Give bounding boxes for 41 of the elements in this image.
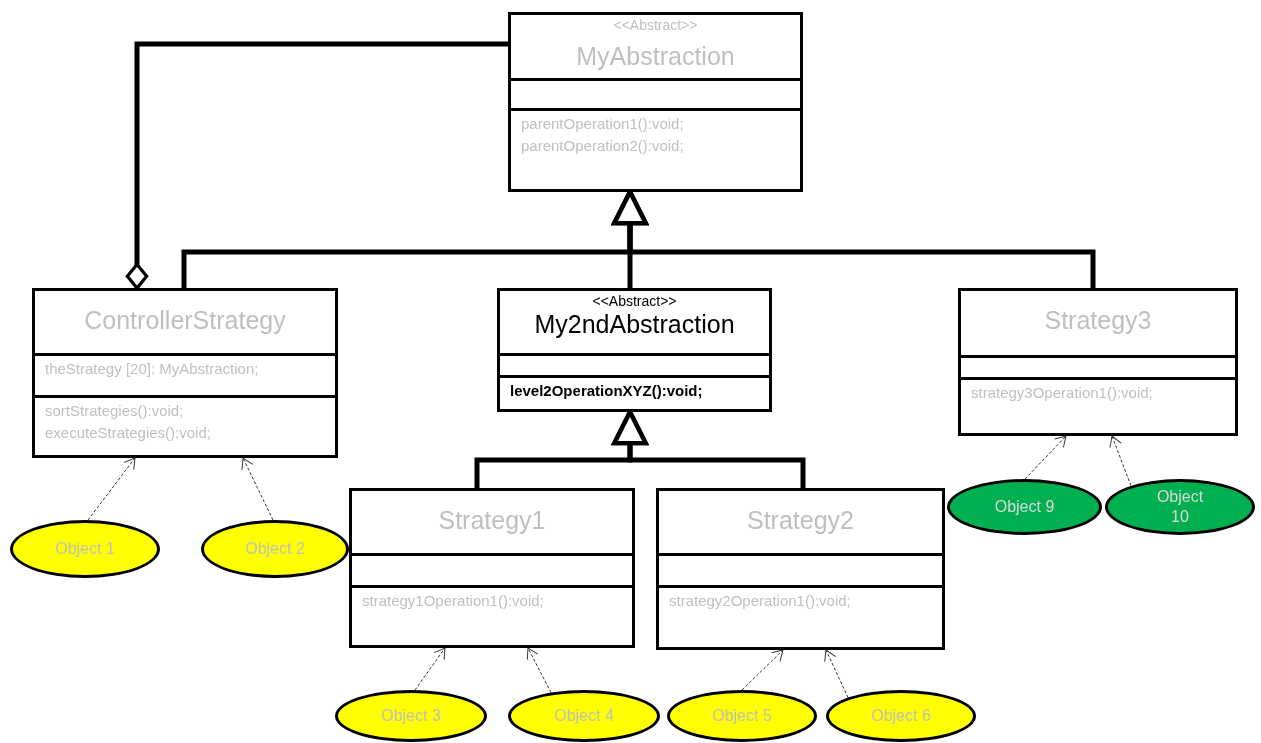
attribute-text: theStrategy [20]: MyAbstraction; xyxy=(45,359,260,379)
object-label: Object 6 xyxy=(871,706,931,726)
method-text: strategy3Operation1():void; xyxy=(971,383,1154,403)
class-box xyxy=(349,488,635,648)
dependency-arrow xyxy=(1024,435,1067,480)
object-label: Object 3 xyxy=(381,706,441,726)
object-label: Object 1 xyxy=(55,539,115,559)
object-label: Object 10 xyxy=(1155,487,1205,527)
method-text: executeStrategies():void; xyxy=(45,423,212,443)
dependency-arrow xyxy=(241,457,274,521)
object-ellipse xyxy=(201,520,349,578)
class-name: My2ndAbstraction xyxy=(533,309,736,339)
object-label: Object 9 xyxy=(994,497,1055,517)
stereotype-label: <<Abstract>> xyxy=(612,17,699,33)
class-name: Strategy3 xyxy=(1043,305,1153,335)
class-box xyxy=(656,488,945,650)
dependency-arrow xyxy=(824,649,849,699)
method-text: strategy2Operation1():void; xyxy=(669,591,852,611)
dependency-arrow xyxy=(414,647,446,691)
dependency-arrow xyxy=(87,457,136,521)
class-box xyxy=(508,12,803,192)
stereotype-label: <<Abstract>> xyxy=(591,293,678,309)
dependency-arrow xyxy=(741,649,784,691)
method-text: sortStrategies():void; xyxy=(45,401,185,421)
class-name: MyAbstraction xyxy=(575,41,736,71)
object-ellipse xyxy=(947,479,1102,535)
object-label: Object 4 xyxy=(554,706,614,726)
aggregation-line xyxy=(125,41,508,290)
method-text: parentOperation2():void; xyxy=(521,136,685,156)
method-text: parentOperation1():void; xyxy=(521,114,685,134)
class-box xyxy=(958,288,1238,436)
class-name: Strategy1 xyxy=(437,505,547,535)
class-box xyxy=(497,288,772,412)
method-text: strategy1Operation1():void; xyxy=(362,591,545,611)
object-label: Object 5 xyxy=(712,706,772,726)
class-box xyxy=(32,288,338,458)
class-name: ControllerStrategy xyxy=(83,305,287,335)
object-label: Object 2 xyxy=(245,539,305,559)
dependency-arrow xyxy=(1109,435,1132,487)
class-name: Strategy2 xyxy=(746,505,855,535)
method-text: level2OperationXYZ():void; xyxy=(510,381,704,401)
